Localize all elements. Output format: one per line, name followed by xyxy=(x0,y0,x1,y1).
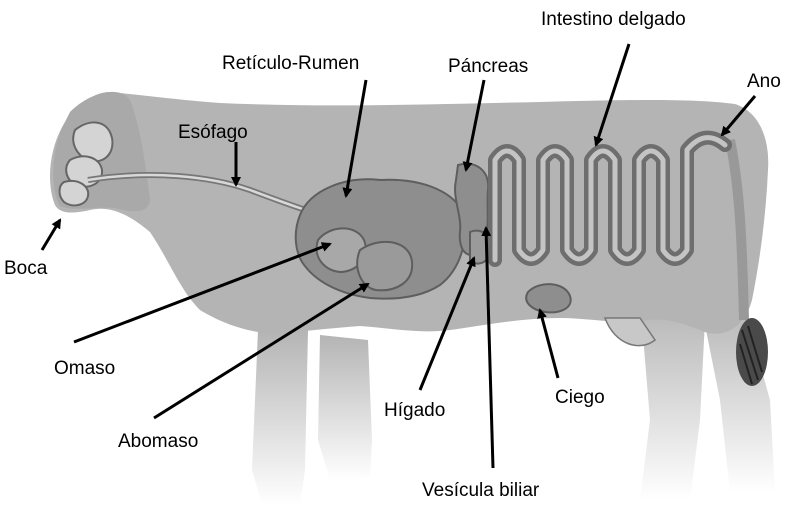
label-abomaso: Abomaso xyxy=(118,431,198,452)
label-pancreas: Páncreas xyxy=(448,56,528,77)
abomasum xyxy=(357,242,412,290)
label-boca: Boca xyxy=(4,258,48,279)
mouth-lobe-3 xyxy=(60,181,89,205)
front-leg-right xyxy=(318,335,372,480)
pointer-ciego xyxy=(540,310,558,378)
label-ano: Ano xyxy=(747,71,781,92)
tail-tuft xyxy=(736,318,768,386)
hind-leg-left xyxy=(640,300,705,500)
label-omaso: Omaso xyxy=(54,358,115,379)
label-intestino-delgado: Intestino delgado xyxy=(541,9,686,30)
label-higado: Hígado xyxy=(384,400,445,421)
label-vesicula-biliar: Vesícula biliar xyxy=(422,480,540,501)
pointer-boca xyxy=(42,220,60,250)
label-esofago: Esófago xyxy=(178,122,248,143)
front-leg-left xyxy=(252,330,308,505)
cecum xyxy=(526,284,570,312)
label-ciego: Ciego xyxy=(555,387,605,408)
label-reticulo-rumen: Retículo-Rumen xyxy=(222,53,359,74)
